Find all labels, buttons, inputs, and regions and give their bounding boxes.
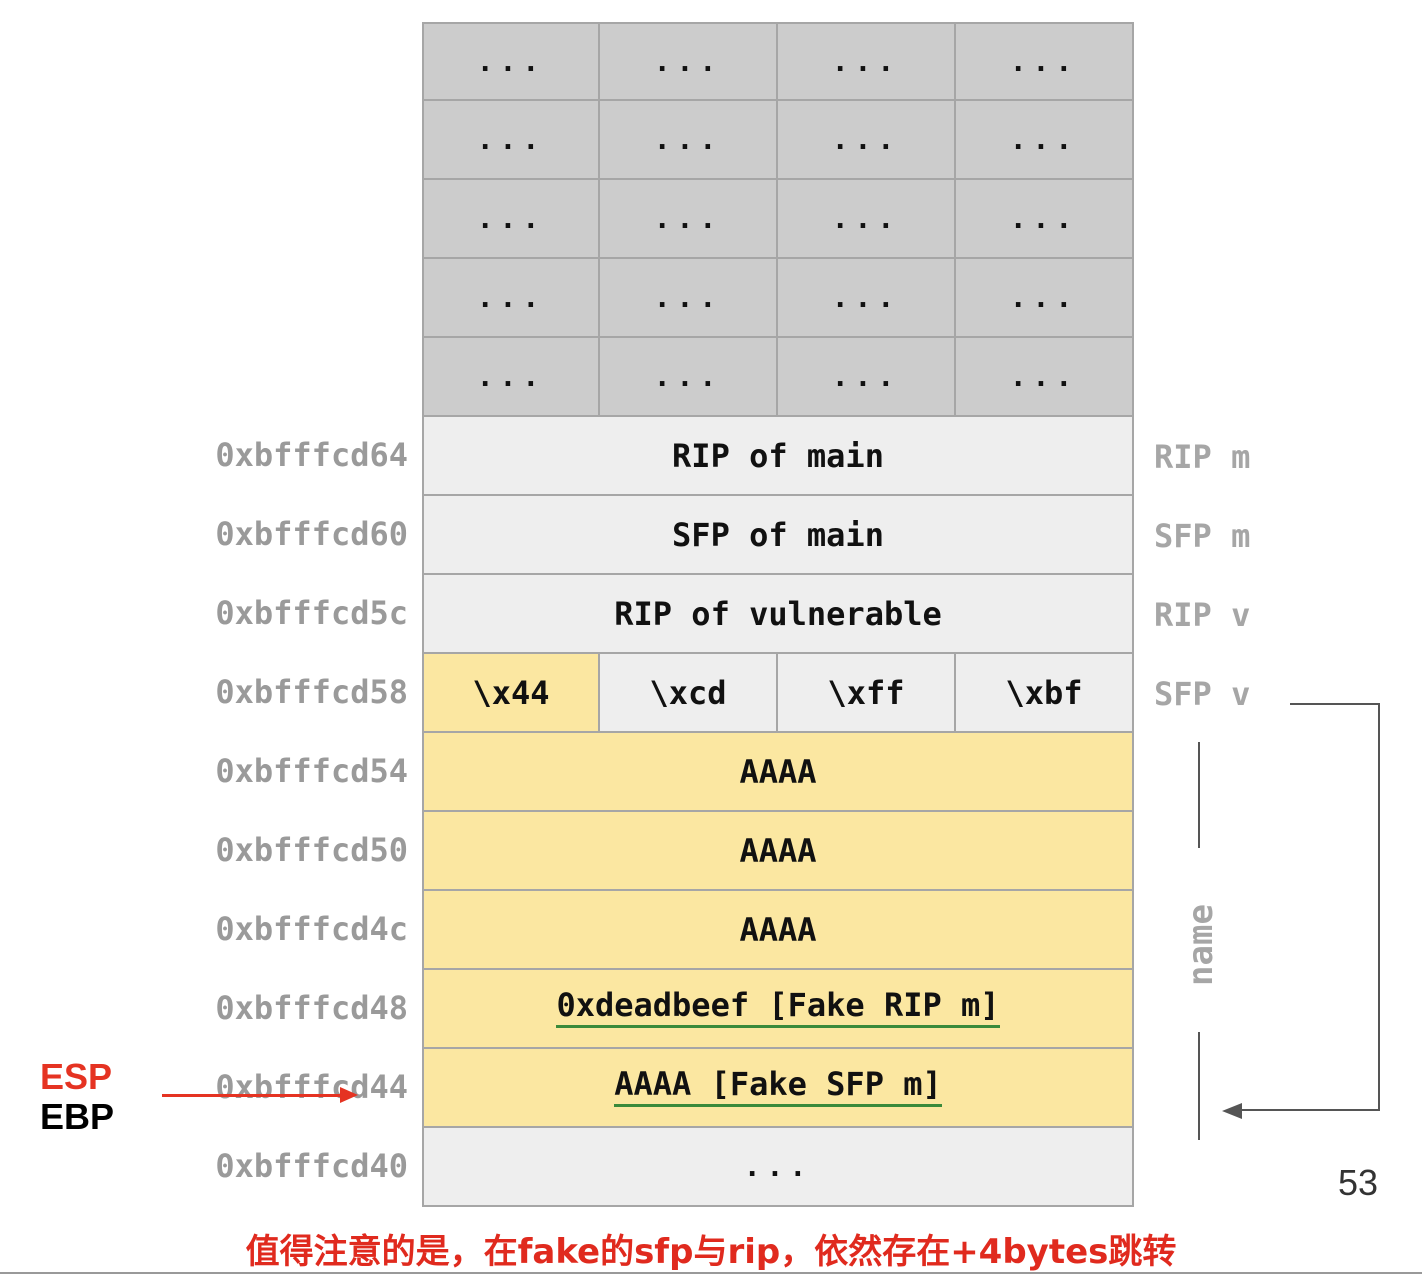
filler-cell: ...: [776, 22, 956, 101]
name-buffer-cell: AAAA: [422, 731, 1134, 812]
stack-row-rip-vulnerable: RIP of vulnerable: [422, 573, 1134, 654]
filler-cell: ...: [776, 257, 956, 338]
name-buffer-cell: AAAA: [422, 810, 1134, 891]
address-label: 0xbfffcd50: [215, 831, 408, 869]
filler-cell: ...: [954, 99, 1134, 180]
address-label: 0xbfffcd48: [215, 989, 408, 1027]
right-label: SFP m: [1154, 517, 1251, 555]
esp-pointer-arrowhead: [340, 1087, 358, 1103]
filler-cell: ...: [422, 336, 600, 417]
address-label: 0xbfffcd58: [215, 673, 408, 711]
filler-cell: ...: [776, 178, 956, 259]
filler-cell: ...: [598, 22, 778, 101]
filler-cell: ...: [954, 336, 1134, 417]
filler-cell: ...: [422, 22, 600, 101]
stack-diagram: ... ... ... ... ... ... ... ... ... ... …: [422, 22, 1134, 1207]
stack-row-filler: ... ... ... ...: [422, 22, 1134, 101]
filler-cell: ...: [954, 22, 1134, 101]
esp-pointer-line: [162, 1094, 348, 1097]
filler-cell: ...: [422, 99, 600, 180]
fake-rip-cell: 0xdeadbeef [Fake RIP m]: [422, 968, 1134, 1049]
right-label: RIP v: [1154, 596, 1251, 634]
sfp-byte-cell: \x44: [422, 652, 600, 733]
stack-row-rip-main: RIP of main: [422, 415, 1134, 496]
stack-row-sfp-vulnerable: \x44 \xcd \xff \xbf: [422, 652, 1134, 733]
name-bracket-top: [1198, 742, 1200, 848]
stack-row-fake-sfp: AAAA [Fake SFP m]: [422, 1047, 1134, 1128]
stack-row-name-buffer: AAAA: [422, 889, 1134, 970]
sfp-byte-cell: \xff: [776, 652, 956, 733]
filler-cell: ...: [598, 257, 778, 338]
address-label: 0xbfffcd40: [215, 1147, 408, 1185]
sfp-arrow-bottom: [1236, 1109, 1380, 1111]
address-label: 0xbfffcd4c: [215, 910, 408, 948]
filler-cell: ...: [598, 336, 778, 417]
filler-cell: ...: [954, 178, 1134, 259]
name-label: name: [1181, 904, 1221, 986]
stack-row-name-buffer: AAAA: [422, 810, 1134, 891]
fake-rip-text: 0xdeadbeef [Fake RIP m]: [556, 989, 1000, 1028]
stack-row-bottom: ...: [422, 1126, 1134, 1207]
sfp-arrowhead: [1222, 1103, 1242, 1119]
sfp-byte-cell: \xbf: [954, 652, 1134, 733]
filler-cell: ...: [422, 178, 600, 259]
page-number: 53: [1338, 1162, 1379, 1203]
stack-row-filler: ... ... ... ...: [422, 99, 1134, 180]
right-label: SFP v: [1154, 675, 1251, 713]
sfp-arrow-top: [1290, 703, 1380, 705]
bottom-cell: ...: [422, 1126, 1134, 1207]
address-label-struck: 0xbfffcd44: [215, 1068, 408, 1106]
stack-row-sfp-main: SFP of main: [422, 494, 1134, 575]
stack-row-filler: ... ... ... ...: [422, 336, 1134, 417]
footer-divider: [0, 1272, 1422, 1274]
note-text: 值得注意的是，在fake的sfp与rip，依然存在+4bytes跳转: [245, 1232, 1177, 1272]
address-label: 0xbfffcd54: [215, 752, 408, 790]
filler-cell: ...: [422, 257, 600, 338]
filler-cell: ...: [776, 336, 956, 417]
stack-row-name-buffer: AAAA: [422, 731, 1134, 812]
sfp-arrow-vertical: [1378, 703, 1380, 1111]
fake-sfp-text: AAAA [Fake SFP m]: [614, 1068, 942, 1107]
rip-main-cell: RIP of main: [422, 415, 1134, 496]
stack-row-fake-rip: 0xdeadbeef [Fake RIP m]: [422, 968, 1134, 1049]
ebp-label: EBP: [40, 1096, 115, 1137]
name-buffer-cell: AAAA: [422, 889, 1134, 970]
fake-sfp-cell: AAAA [Fake SFP m]: [422, 1047, 1134, 1128]
filler-cell: ...: [954, 257, 1134, 338]
stack-row-filler: ... ... ... ...: [422, 178, 1134, 259]
sfp-byte-cell: \xcd: [598, 652, 778, 733]
esp-label: ESP: [40, 1056, 113, 1097]
address-label: 0xbfffcd64: [215, 436, 408, 474]
address-label: 0xbfffcd5c: [215, 594, 408, 632]
rip-vulnerable-cell: RIP of vulnerable: [422, 573, 1134, 654]
name-bracket-bottom: [1198, 1032, 1200, 1140]
stack-row-filler: ... ... ... ...: [422, 257, 1134, 338]
right-label: RIP m: [1154, 438, 1251, 476]
filler-cell: ...: [598, 99, 778, 180]
filler-cell: ...: [776, 99, 956, 180]
filler-cell: ...: [598, 178, 778, 259]
address-label: 0xbfffcd60: [215, 515, 408, 553]
sfp-main-cell: SFP of main: [422, 494, 1134, 575]
